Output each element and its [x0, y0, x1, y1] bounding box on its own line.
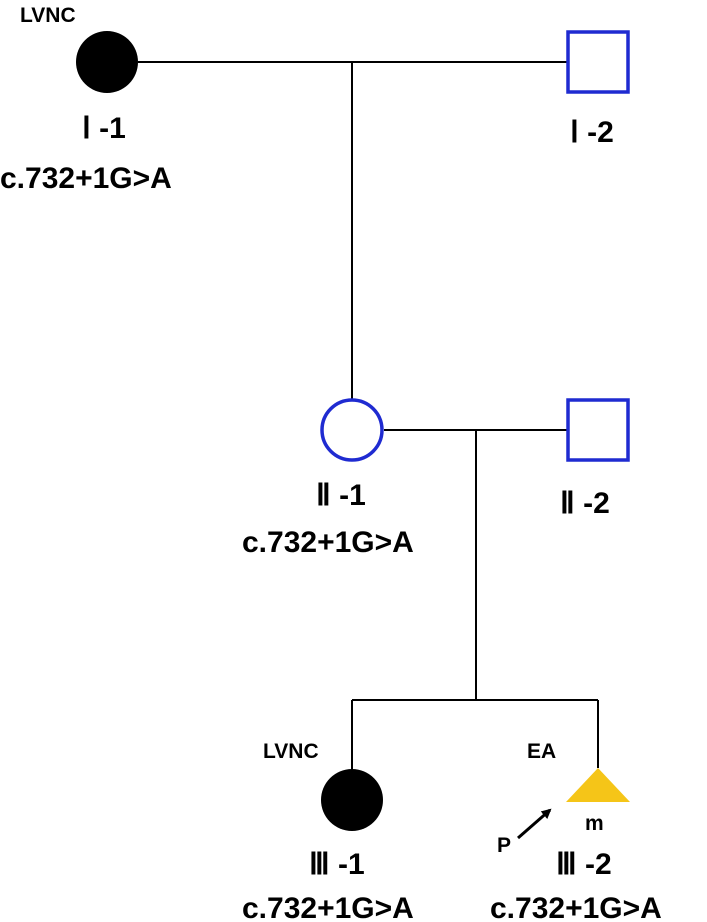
- variant-label-iii-1: c.732+1G>A: [242, 892, 414, 922]
- individual-id-iii-2: Ⅲ -2: [556, 848, 612, 881]
- individual-id-i-1: Ⅰ -1: [82, 112, 126, 145]
- individual-id-iii-1: Ⅲ -1: [309, 848, 365, 881]
- proband-arrow-icon: [517, 808, 552, 840]
- variant-label-iii-2: c.732+1G>A: [490, 892, 662, 922]
- diagnosis-label-iii-2: EA: [527, 740, 556, 763]
- affected-female-symbol-iii-1: [321, 769, 383, 831]
- proband-label-iii-2: P: [497, 834, 511, 857]
- individual-id-i-2: Ⅰ -2: [570, 116, 614, 149]
- marker-label-iii-2: m: [585, 812, 604, 835]
- individual-id-ii-2: Ⅱ -2: [560, 487, 610, 520]
- variant-label-i-1: c.732+1G>A: [0, 162, 172, 195]
- individual-id-ii-1: Ⅱ -1: [316, 479, 366, 512]
- pregnancy-loss-triangle-symbol-iii-2: [566, 768, 630, 802]
- carrier-female-symbol-ii-1: [320, 398, 384, 462]
- unaffected-male-symbol-ii-2: [566, 398, 630, 462]
- diagnosis-label-i-1: LVNC: [20, 4, 76, 27]
- diagnosis-label-iii-1: LVNC: [263, 740, 319, 763]
- unaffected-male-symbol-i-2: [566, 30, 630, 94]
- affected-female-symbol-i-1: [76, 31, 138, 93]
- variant-label-ii-1: c.732+1G>A: [242, 526, 414, 559]
